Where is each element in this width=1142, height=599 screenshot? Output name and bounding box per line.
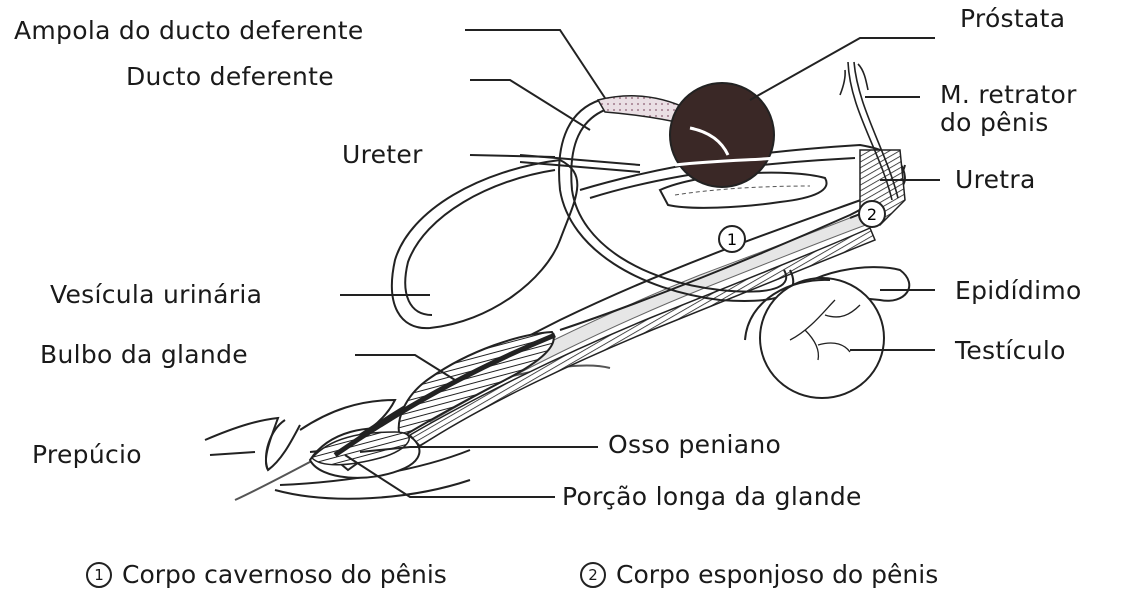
label-osso-peniano: Osso peniano — [608, 430, 781, 460]
svg-text:1: 1 — [727, 230, 737, 249]
label-porcao-longa: Porção longa da glande — [562, 482, 862, 512]
label-ureter: Ureter — [342, 140, 423, 170]
label-prostata: Próstata — [960, 4, 1065, 34]
label-retrator-line2: do pênis — [940, 108, 1049, 138]
label-ducto-deferente: Ducto deferente — [126, 62, 334, 92]
legend-number-1: 1 — [86, 562, 112, 588]
label-ampola: Ampola do ducto deferente — [14, 16, 364, 46]
legend-item-1: 1 Corpo cavernoso do pênis — [86, 560, 447, 590]
marker-2: 2 — [859, 201, 885, 227]
prostate — [670, 83, 774, 187]
label-testiculo: Testículo — [955, 336, 1066, 366]
label-bulbo: Bulbo da glande — [40, 340, 248, 370]
marker-1: 1 — [719, 226, 745, 252]
label-retrator-line1: M. retrator — [940, 80, 1077, 110]
label-prepucio: Prepúcio — [32, 440, 142, 470]
legend-text-2: Corpo esponjoso do pênis — [616, 560, 938, 590]
legend-item-2: 2 Corpo esponjoso do pênis — [580, 560, 938, 590]
legend-number-2: 2 — [580, 562, 606, 588]
label-uretra: Uretra — [955, 165, 1036, 195]
svg-text:2: 2 — [867, 205, 877, 224]
label-vesicula: Vesícula urinária — [50, 280, 262, 310]
label-epididimo: Epidídimo — [955, 276, 1082, 306]
testis — [760, 278, 884, 398]
legend-text-1: Corpo cavernoso do pênis — [122, 560, 447, 590]
urinary-bladder — [392, 160, 577, 328]
leader-lines — [210, 30, 940, 497]
